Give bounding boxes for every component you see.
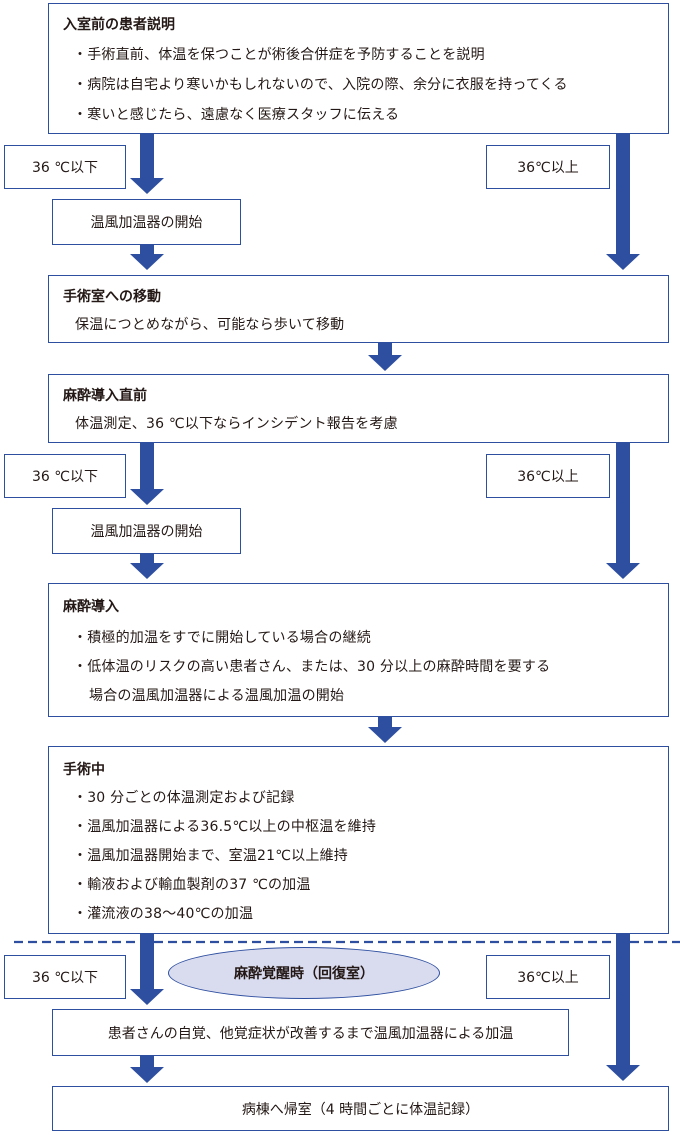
pre-induction-box: 麻酔導入直前 体温測定、36 ℃以下ならインシデント報告を考慮: [48, 374, 669, 443]
arrow-shaft: [140, 134, 154, 180]
arrow-shaft: [378, 343, 392, 357]
induction-item: ・積極的加温をすでに開始している場合の継続: [73, 630, 371, 646]
arrow-head: [606, 1065, 640, 1081]
recovery-warming-box: 患者さんの自覚、他覚症状が改善するまで温風加温器による加温: [52, 1009, 569, 1056]
arrow-shaft: [140, 443, 154, 490]
transfer-text: 保温につとめながら、可能なら歩いて移動: [75, 317, 345, 333]
pre-induction-title: 麻酔導入直前: [63, 388, 147, 404]
induction-item: 場合の温風加温器による温風加温の開始: [89, 688, 345, 704]
preop-explanation-box: 入室前の患者説明 ・手術直前、体温を保つことが術後合併症を予防することを説明 ・…: [48, 3, 669, 134]
arrow-head: [130, 1067, 164, 1083]
warmer-start-box-2: 温風加温器の開始: [52, 508, 241, 554]
induction-title: 麻酔導入: [63, 599, 119, 615]
arrow-shaft: [616, 443, 630, 565]
arrow-shaft: [140, 934, 154, 991]
condition-low-2: 36 ℃以下: [4, 454, 126, 498]
intraop-title: 手術中: [63, 762, 105, 778]
arrow-head: [130, 489, 164, 505]
transfer-title: 手術室への移動: [63, 289, 161, 305]
arrow-head: [606, 254, 640, 270]
induction-item: ・低体温のリスクの高い患者さん、または、30 分以上の麻酔時間を要する: [73, 659, 551, 675]
transfer-box: 手術室への移動 保温につとめながら、可能なら歩いて移動: [48, 275, 669, 343]
preop-item: ・寒いと感じたら、遠慮なく医療スタッフに伝える: [73, 107, 400, 123]
arrow-shaft: [616, 134, 630, 256]
arrow-head: [130, 989, 164, 1005]
pre-induction-text: 体温測定、36 ℃以下ならインシデント報告を考慮: [75, 416, 398, 432]
arrow-shaft: [140, 1056, 154, 1069]
arrow-shaft: [616, 934, 630, 1067]
warmer-start-box-1: 温風加温器の開始: [52, 199, 241, 245]
return-to-ward-box: 病棟へ帰室（4 時間ごとに体温記録）: [52, 1086, 669, 1131]
intraop-item: ・灌流液の38〜40℃の加温: [73, 906, 254, 922]
arrow-shaft: [140, 245, 154, 255]
condition-high-1: 36℃以上: [486, 145, 610, 189]
intraop-item: ・輸液および輸血製剤の37 ℃の加温: [73, 877, 311, 893]
preop-item: ・病院は自宅より寒いかもしれないので、入院の際、余分に衣服を持ってくる: [73, 77, 568, 93]
arrow-head: [368, 355, 402, 371]
arrow-head: [130, 254, 164, 270]
induction-box: 麻酔導入 ・積極的加温をすでに開始している場合の継続 ・低体温のリスクの高い患者…: [48, 583, 669, 717]
recovery-ellipse: 麻酔覚醒時（回復室）: [168, 947, 440, 999]
condition-high-2: 36℃以上: [486, 454, 610, 498]
preop-item: ・手術直前、体温を保つことが術後合併症を予防することを説明: [73, 47, 485, 63]
condition-high-3: 36℃以上: [486, 955, 610, 999]
arrow-shaft: [378, 717, 392, 729]
intraop-box: 手術中 ・30 分ごとの体温測定および記録 ・温風加温器による36.5℃以上の中…: [48, 746, 669, 934]
arrow-head: [130, 178, 164, 194]
arrow-head: [130, 563, 164, 579]
intraop-item: ・温風加温器による36.5℃以上の中枢温を維持: [73, 819, 377, 835]
arrow-head: [606, 563, 640, 579]
intraop-item: ・30 分ごとの体温測定および記録: [73, 790, 295, 806]
arrow-head: [368, 727, 402, 743]
preop-title: 入室前の患者説明: [63, 17, 175, 33]
condition-low-3: 36 ℃以下: [4, 955, 126, 999]
condition-low-1: 36 ℃以下: [4, 145, 126, 189]
intraop-item: ・温風加温器開始まで、室温21℃以上維持: [73, 848, 348, 864]
arrow-shaft: [140, 554, 154, 565]
